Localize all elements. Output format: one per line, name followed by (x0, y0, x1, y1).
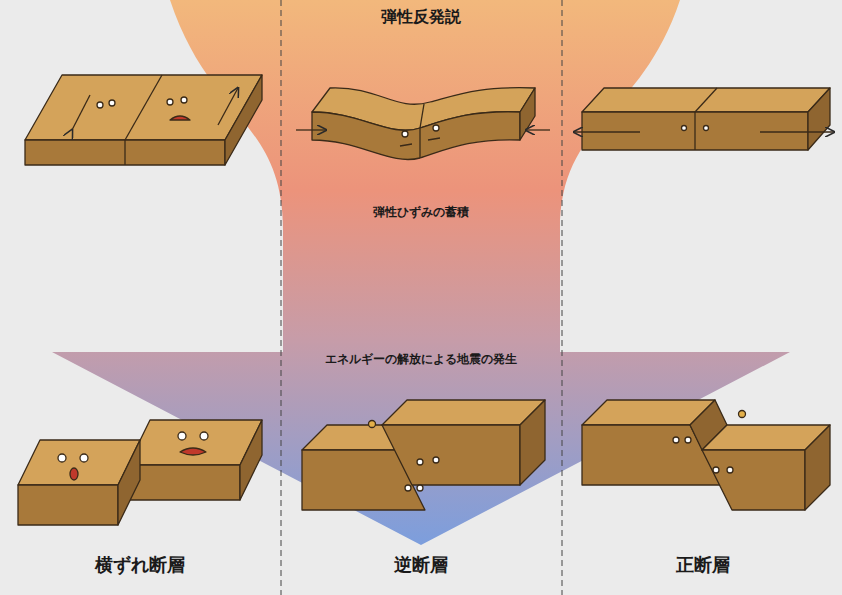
strike-slip-before (25, 75, 262, 165)
tension-slab (574, 88, 834, 150)
normal-fault (582, 400, 830, 510)
strike-slip-fault (18, 420, 262, 525)
fault-name: 逆断層 (394, 554, 448, 576)
title: 弾性反発説 (381, 7, 461, 26)
reverse-fault (302, 400, 545, 510)
divider (562, 0, 563, 595)
bent-slab (296, 88, 550, 160)
fault-name: 正断層 (676, 554, 730, 576)
fault-name: 横ずれ断層 (95, 554, 185, 576)
stage-label: エネルギーの解放による地震の発生 (325, 352, 517, 366)
stage-label: 弾性ひずみの蓄積 (373, 205, 469, 219)
divider (281, 0, 282, 595)
